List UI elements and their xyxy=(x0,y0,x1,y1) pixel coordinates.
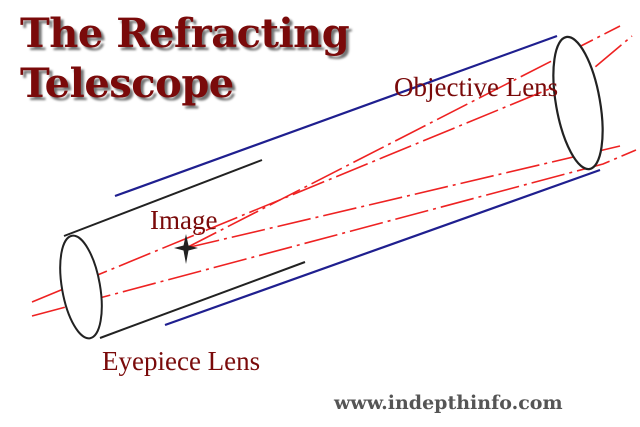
light-ray-lower xyxy=(31,149,637,317)
light-ray-lower-to-image xyxy=(185,145,621,249)
eyepiece-tube-top-edge xyxy=(63,159,263,237)
title-line-1: The Refracting xyxy=(20,10,350,57)
eyepiece-lens xyxy=(59,234,103,340)
eyepiece-tube-bottom-edge xyxy=(99,261,306,339)
main-tube-bottom-edge xyxy=(164,168,601,327)
light-ray-upper xyxy=(31,35,633,303)
objective-lens-label: Objective Lens xyxy=(394,72,559,102)
image-point-star-icon xyxy=(174,234,198,264)
objective-lens xyxy=(552,35,604,171)
main-tube-top-edge xyxy=(114,34,558,198)
image-label: Image xyxy=(150,205,218,235)
title-line-2: Telescope xyxy=(20,60,234,107)
eyepiece-lens-label: Eyepiece Lens xyxy=(102,346,261,376)
light-ray-upper-to-image xyxy=(185,25,621,249)
website-credit: www.indepthinfo.com xyxy=(334,392,563,414)
